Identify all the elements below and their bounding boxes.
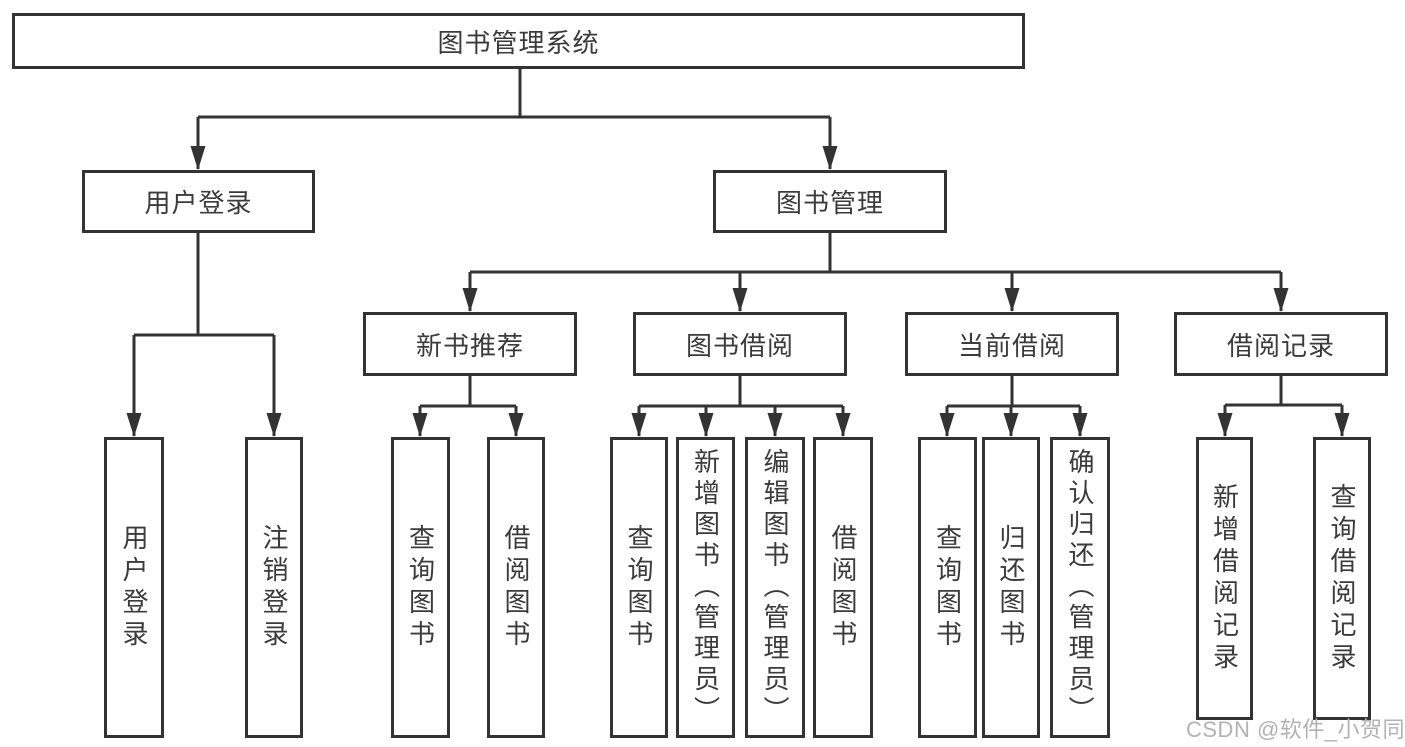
node-library-management-system: 图书管理系统 <box>12 13 1025 69</box>
node-label: 图书管理 <box>775 188 884 218</box>
node-label: 图书借阅 <box>685 330 794 361</box>
node-label: 用户登录 <box>144 188 253 218</box>
connector-new-book-to-leaves <box>412 376 524 437</box>
leaf-label: 查询图书 <box>932 523 963 652</box>
leaf-label: 查询借阅记录 <box>1327 482 1357 675</box>
leaf-label: 用户登录 <box>119 523 149 652</box>
leaf-add-borrow-record: 新增借阅记录 <box>1196 437 1253 720</box>
leaf-user-login: 用户登录 <box>104 437 164 738</box>
leaf-edit-book-admin: 编辑图书（管理员） <box>745 437 805 738</box>
leaf-add-book-admin: 新增图书（管理员） <box>676 437 735 738</box>
watermark-text: CSDN @软件_小贺同学 <box>1186 717 1405 742</box>
leaf-query-books-3: 查询图书 <box>918 437 977 738</box>
leaf-label: 注销登录 <box>259 523 289 652</box>
node-book-management: 图书管理 <box>713 170 947 233</box>
leaf-logout: 注销登录 <box>245 437 303 738</box>
node-label: 借阅记录 <box>1226 330 1335 361</box>
node-label: 图书管理系统 <box>437 27 600 58</box>
leaf-label: 编辑图书（管理员） <box>760 448 790 727</box>
leaf-query-books-2: 查询图书 <box>610 437 668 738</box>
leaf-label: 查询图书 <box>624 523 654 652</box>
leaf-label: 确认归还（管理员） <box>1065 448 1095 727</box>
leaf-label: 归还图书 <box>996 523 1026 652</box>
connector-root-to-level2 <box>190 69 838 170</box>
connector-book-borrow-to-leaves <box>631 376 851 437</box>
connector-book-mgmt-to-level3 <box>462 233 1289 312</box>
leaf-label: 借阅图书 <box>501 523 531 652</box>
leaf-label: 新增图书（管理员） <box>690 448 721 727</box>
node-label: 新书推荐 <box>415 330 524 361</box>
node-user-login: 用户登录 <box>82 170 315 233</box>
leaf-label: 借阅图书 <box>828 523 858 652</box>
leaf-borrow-books-1: 借阅图书 <box>487 437 545 738</box>
leaf-query-borrow-record: 查询借阅记录 <box>1313 437 1371 720</box>
leaf-confirm-return-admin: 确认归还（管理员） <box>1050 437 1110 738</box>
leaf-query-books-1: 查询图书 <box>391 437 450 738</box>
node-label: 当前借阅 <box>957 330 1066 361</box>
connector-borrow-record-to-leaves <box>1217 376 1350 437</box>
node-new-book-recommend: 新书推荐 <box>363 312 577 376</box>
connector-current-borrow-to-leaves <box>939 376 1088 437</box>
node-borrow-records: 借阅记录 <box>1174 312 1388 376</box>
leaf-return-book: 归还图书 <box>982 437 1040 738</box>
node-book-borrowing: 图书借阅 <box>633 312 847 376</box>
connector-user-login-to-leaves <box>126 233 282 437</box>
leaf-label: 查询图书 <box>405 523 436 652</box>
node-current-borrowing: 当前借阅 <box>905 312 1119 376</box>
leaf-borrow-books-2: 借阅图书 <box>813 437 873 738</box>
leaf-label: 新增借阅记录 <box>1209 482 1240 675</box>
